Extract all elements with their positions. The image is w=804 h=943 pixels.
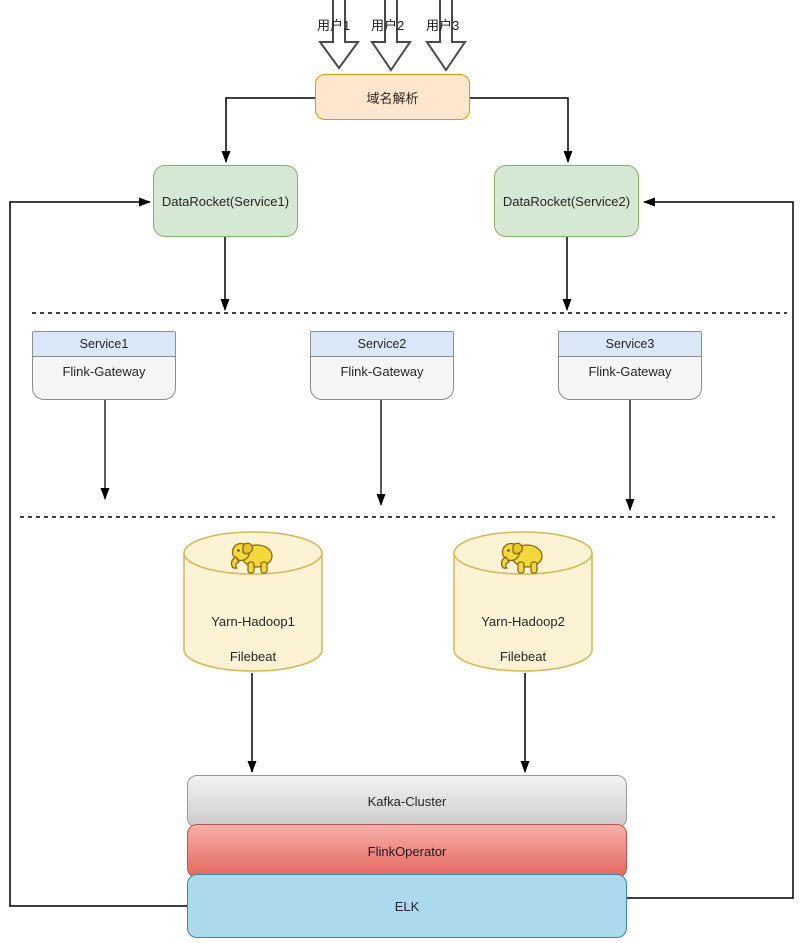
filebeat-label: Filebeat [499,649,547,664]
yarn-hadoop2-label: Yarn-Hadoop2 [481,614,565,629]
service1-gateway-label: Flink-Gateway [62,364,146,379]
datarocket-service1-label: DataRocket(Service1) [161,193,290,209]
datarocket-service2-label: DataRocket(Service2) [502,193,631,209]
service2-gateway-label: Flink-Gateway [340,364,424,379]
user-label-3: 用户3 [426,18,460,33]
service1-node: Service1 Flink-Gateway [32,331,176,400]
connector-elk-to-datarocket2 [627,197,794,899]
user-arrow-1 [318,0,360,70]
domain-resolution-label: 域名解析 [366,90,419,106]
domain-resolution-node: 域名解析 [315,74,470,120]
connector-elk-to-datarocket1 [9,197,187,907]
elk-label: ELK [394,898,420,914]
datarocket-service1-node: DataRocket(Service1) [153,165,298,237]
user-label-1: 用户1 [317,18,351,33]
flink-operator-node: FlinkOperator [187,824,627,878]
cylinder-shape [453,531,593,672]
datarocket-service2-node: DataRocket(Service2) [494,165,639,237]
kafka-cluster-node: Kafka-Cluster [187,775,627,828]
service2-node: Service2 Flink-Gateway [310,331,454,400]
flink-operator-label: FlinkOperator [367,843,447,859]
hadoop-elephant-icon [500,542,543,574]
yarn-hadoop1-label: Yarn-Hadoop1 [211,614,295,629]
service3-header: Service3 [559,332,701,357]
service3-gateway-label: Flink-Gateway [588,364,672,379]
connector-domain-to-datarocket2 [470,97,573,163]
kafka-cluster-label: Kafka-Cluster [367,794,447,809]
service2-header: Service2 [311,332,453,357]
user-arrow-2 [370,0,412,72]
service3-node: Service3 Flink-Gateway [558,331,702,400]
yarn-hadoop1-cylinder: Yarn-Hadoop1 Filebeat [183,530,323,673]
user-arrow-3 [425,0,467,72]
service1-header: Service1 [33,332,175,357]
elk-node: ELK [187,874,627,938]
hadoop-elephant-icon [230,542,273,574]
filebeat-label: Filebeat [229,649,277,664]
user-label-2: 用户2 [371,18,405,33]
connector-domain-to-datarocket1 [221,97,315,163]
yarn-hadoop2-cylinder: Yarn-Hadoop2 Filebeat [453,530,593,673]
